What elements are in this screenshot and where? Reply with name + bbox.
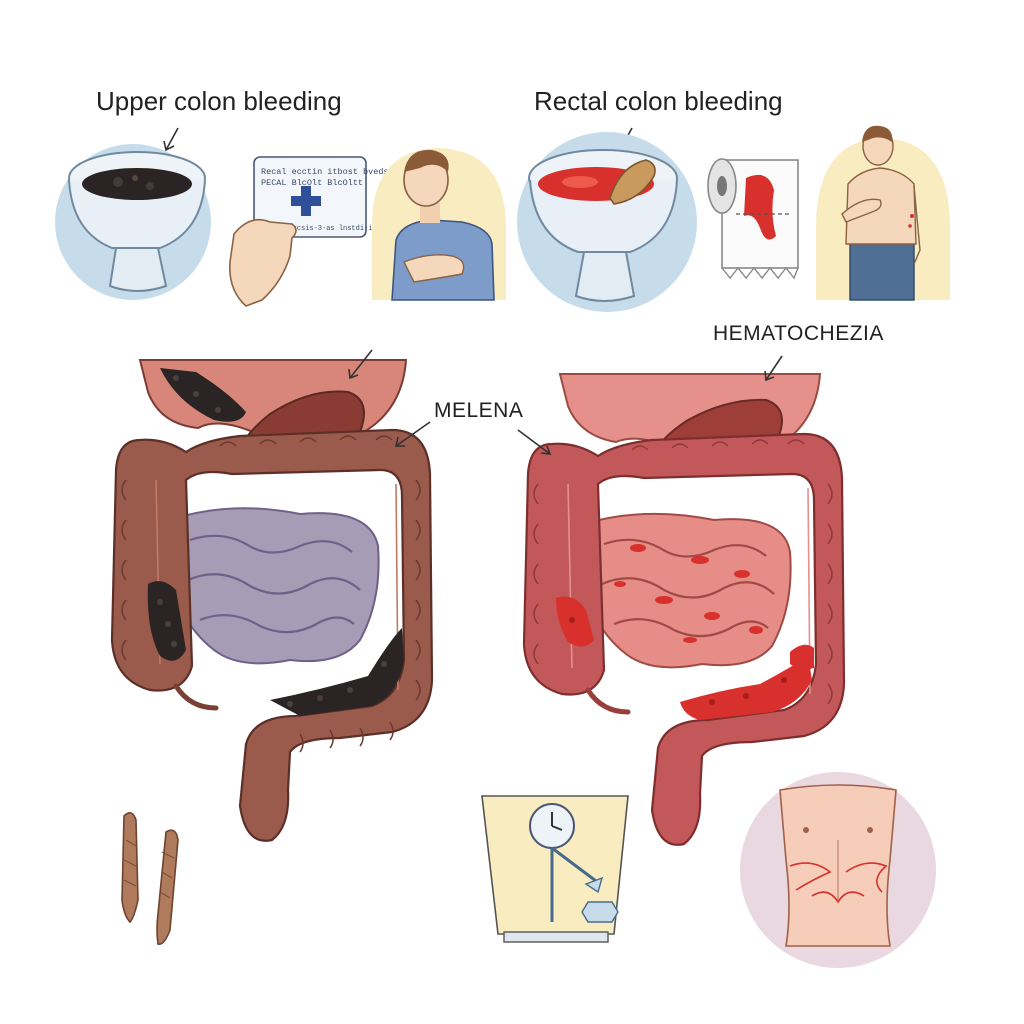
person-icon [816,125,950,301]
toilet-paper-icon [707,158,799,280]
upper-heading-arrow [163,127,179,152]
clock-scale-icon [481,795,629,943]
card-line-2: PECAL BlcOlt BlcOltt [261,178,363,188]
melena-colon [110,359,434,842]
rectal-bleeding-heading: Rectal colon bleeding [534,86,783,116]
card-line-3: Eoctsc frcsis-3-as lnstdi-idacs [259,225,389,233]
melena-label: MELENA [434,399,524,422]
card-line-1: Recal ecctin itbost bveds [261,167,389,177]
stomach-arrow [348,349,373,380]
abdomen-icon [740,772,936,968]
upper-bleeding-heading: Upper colon bleeding [96,86,342,116]
person-icon [372,148,506,301]
hematochezia-colon [522,373,846,846]
rectal-colon-arrow [517,429,552,455]
toilet-icon [517,132,697,312]
id-card-icon: Recal ecctin itbost bveds PECAL BlcOlt B… [229,156,389,307]
hematochezia-label: HEMATOCHEZIA [713,322,884,345]
toilet-icon [55,144,211,300]
stool-icon [121,812,179,946]
melena-arrow [395,421,431,447]
hematochezia-arrow [764,355,783,382]
